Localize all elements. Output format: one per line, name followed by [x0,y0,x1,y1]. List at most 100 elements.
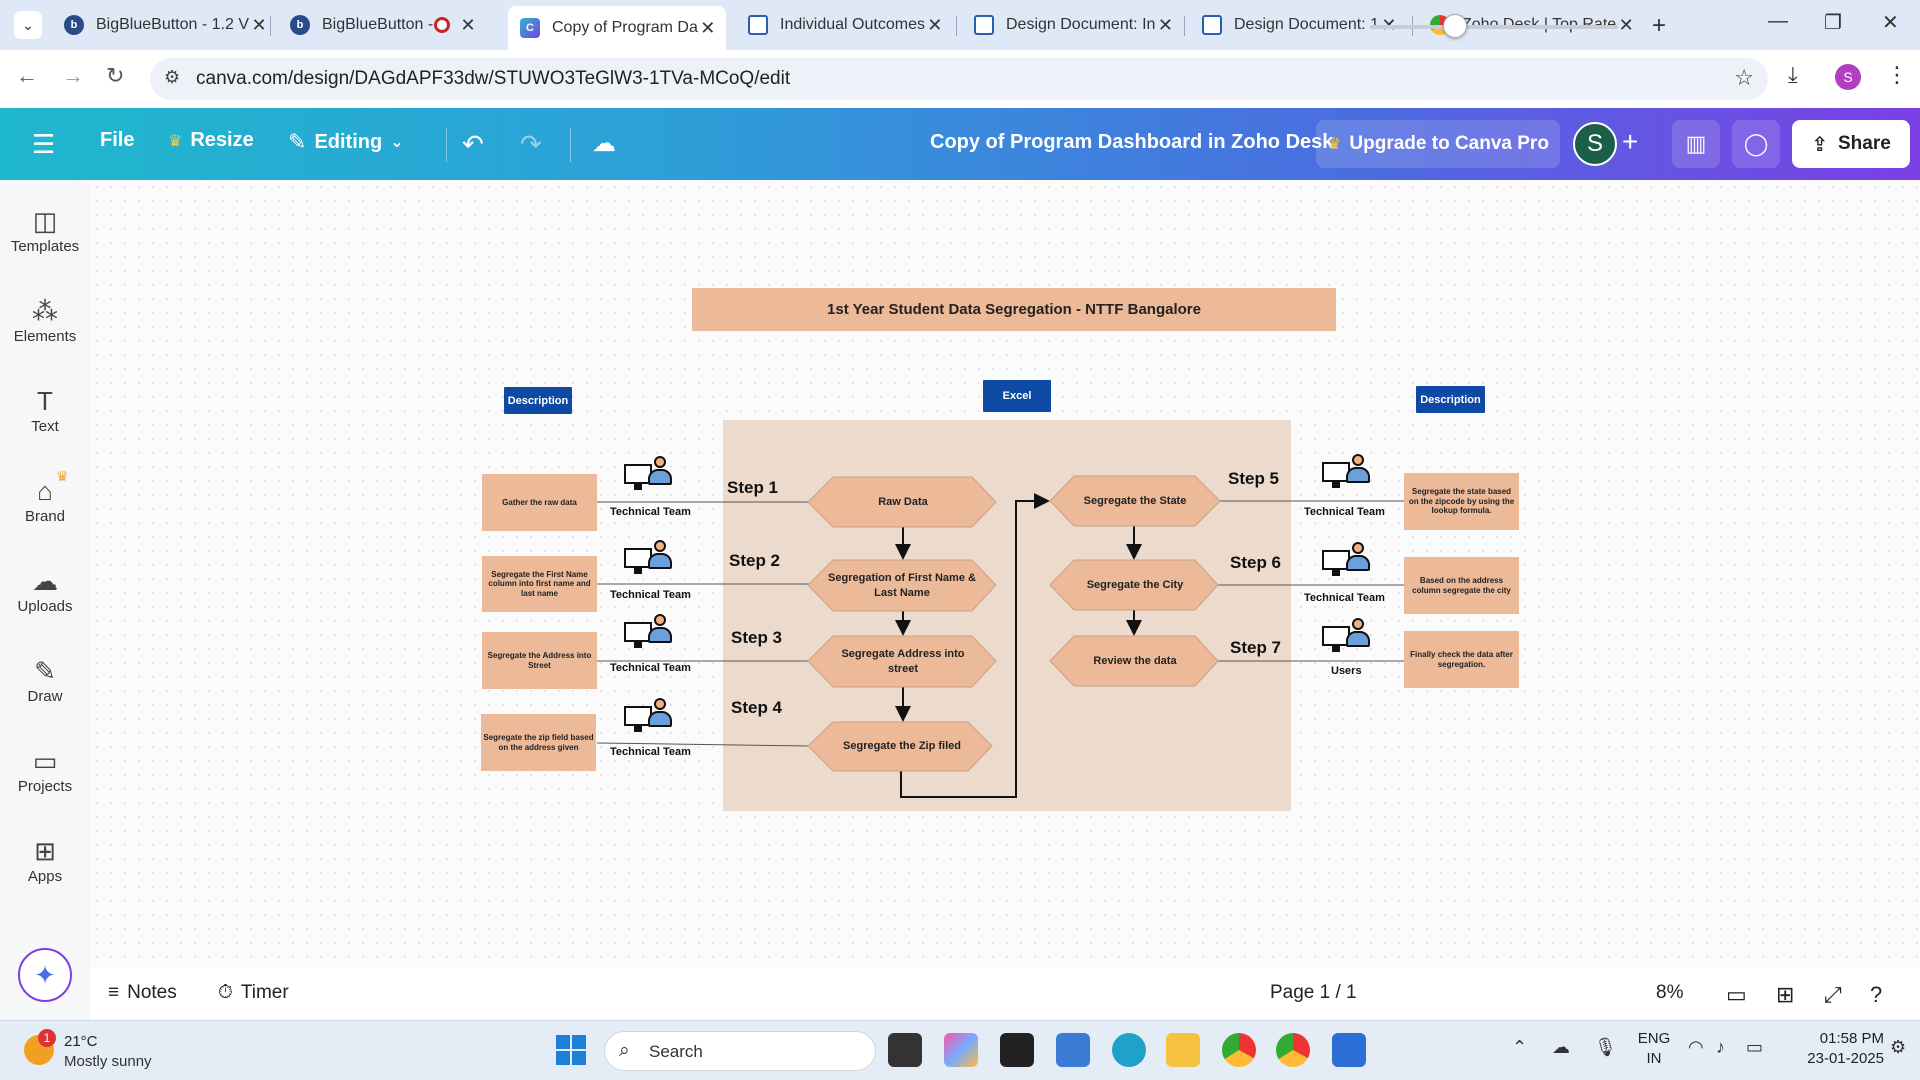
design-canvas[interactable] [90,180,1920,968]
browser-menu-icon[interactable]: ⋮ [1886,62,1908,87]
language-indicator[interactable]: ENG IN [1634,1029,1674,1069]
fullscreen-icon[interactable]: ⤢ [1824,982,1842,1007]
zoom-level[interactable]: 8% [1656,982,1684,1003]
notepad-icon[interactable] [1056,1033,1090,1067]
browser-tab-5[interactable]: Design Document: In ✕ [962,7,1174,43]
reload-icon[interactable]: ↻ [106,63,125,88]
insights-chart-icon[interactable]: ▥ [1672,120,1720,168]
browser-tab-strip: ⌄ b BigBlueButton - 1.2 V ✕ b BigBlueBut… [0,0,1920,50]
weather-temp: 21°C [64,1033,98,1050]
tab-label: Individual Outcomes [780,16,925,33]
document-title[interactable]: Copy of Program Dashboard in Zoho Desk [930,131,1334,153]
close-window-icon[interactable]: ✕ [1882,12,1899,34]
editing-label: Editing [314,130,383,153]
sidebar-item-label: Apps [27,868,63,885]
notes-label: Notes [127,982,177,1003]
file-label: File [100,129,135,151]
sidebar-item-templates[interactable]: ◫ Templates [0,204,90,255]
close-icon[interactable]: ✕ [1379,15,1399,36]
browser-tab-1[interactable]: b BigBlueButton - 1.2 V ✕ [52,7,267,43]
cmd-icon[interactable] [1000,1033,1034,1067]
settings-icon[interactable]: ⚙ [1890,1037,1907,1057]
url-text[interactable]: canva.com/design/DAGdAPF33dw/STUWO3TeGlW… [196,68,791,89]
sidebar-item-brand[interactable]: ⌂ Brand ♛ [0,468,90,525]
copilot-icon[interactable] [944,1033,978,1067]
bookmark-star-icon[interactable]: ☆ [1734,65,1754,90]
taskbar-search[interactable]: ⌕ Search [604,1031,876,1071]
back-icon[interactable]: ← [16,63,38,88]
canva-bottom-bar: ≡Notes ⏱Timer Page 1 / 1 8% ▭ ⊞ ⤢ ? [90,968,1920,1020]
hamburger-menu-icon[interactable]: ☰ [32,129,56,159]
zoom-slider-track[interactable] [1370,25,1618,29]
address-bar[interactable]: ⚙ canva.com/design/DAGdAPF33dw/STUWO3TeG… [150,58,1768,100]
text-icon: T [37,386,53,416]
comment-icon[interactable]: ◯ [1732,120,1780,168]
user-avatar[interactable]: S [1573,122,1617,166]
grid-view-icon[interactable]: ⊞ [1776,982,1795,1007]
chevron-up-icon[interactable]: ⌃ [1512,1037,1528,1057]
terminal-app-icon[interactable] [888,1033,922,1067]
sidebar-item-uploads[interactable]: ☁ Uploads [0,564,90,615]
sidebar-item-draw[interactable]: ✎ Draw [0,654,90,705]
chrome-icon[interactable] [1222,1033,1256,1067]
system-clock[interactable]: 01:58 PM 23-01-2025 [1784,1029,1884,1069]
notification-badge: 1 [38,1029,56,1047]
browser-tab-2[interactable]: b BigBlueButton - ✕ [278,7,490,43]
site-info-icon[interactable]: ⚙ [164,67,181,87]
zoom-slider-handle[interactable] [1443,14,1467,38]
share-button[interactable]: ⇪Share [1792,120,1910,168]
page-view-icon[interactable]: ▭ [1726,982,1747,1007]
onedrive-icon[interactable]: ☁ [1552,1037,1570,1057]
browser-tab-6[interactable]: Design Document: 1 ✕ [1190,7,1402,43]
file-menu-button[interactable]: File [100,129,134,152]
editing-mode-button[interactable]: ✎Editing⌄ [288,129,404,155]
sidebar-item-apps[interactable]: ⊞ Apps [0,834,90,885]
browser-tab-3-active[interactable]: C Copy of Program Da ✕ [508,6,726,50]
download-icon[interactable]: ⤓ [1788,62,1798,87]
bigbluebutton-icon: b [290,15,310,35]
sidebar-item-label: Draw [27,688,63,705]
tab-label: Design Document: 1 [1234,16,1379,33]
tab-search-dropdown[interactable]: ⌄ [14,11,42,39]
profile-avatar[interactable]: S [1835,64,1861,90]
timer-icon: ⏱ [218,982,233,1003]
redo-icon[interactable]: ↷ [520,129,542,159]
timer-button[interactable]: ⏱Timer [218,982,289,1004]
sidebar-item-text[interactable]: T Text [0,384,90,435]
upgrade-label: Upgrade to Canva Pro [1349,133,1549,154]
help-icon[interactable]: ? [1870,982,1883,1007]
sidebar-item-elements[interactable]: ⁂ Elements [0,294,90,345]
app-icon[interactable] [1332,1033,1366,1067]
edge-icon[interactable] [1112,1033,1146,1067]
crown-icon: ♛ [56,468,69,484]
wifi-icon[interactable]: ◠ [1688,1037,1704,1057]
restore-icon[interactable]: ❐ [1824,12,1842,34]
undo-icon[interactable]: ↶ [462,129,484,159]
forward-icon[interactable]: → [62,63,84,88]
close-icon[interactable]: ✕ [460,14,476,35]
page-indicator[interactable]: Page 1 / 1 [1270,982,1357,1003]
sidebar-item-projects[interactable]: ▭ Projects [0,744,90,795]
cloud-saved-icon[interactable]: ☁ [592,130,616,157]
new-tab-icon[interactable]: + [1652,12,1667,39]
browser-tab-4[interactable]: Individual Outcomes ✕ [736,7,948,43]
battery-icon[interactable]: ▭ [1746,1037,1764,1057]
close-icon[interactable]: ✕ [251,14,267,35]
close-icon[interactable]: ✕ [927,14,943,35]
close-icon[interactable]: ✕ [700,17,716,38]
magic-assistant-icon[interactable]: ✦ [18,948,72,1002]
canva-header: ☰ File ♛Resize ✎Editing⌄ ↶ ↷ ☁ Copy of P… [0,108,1920,180]
windows-start-icon[interactable] [556,1035,586,1065]
file-explorer-icon[interactable] [1166,1033,1200,1067]
add-collaborator-icon[interactable]: + [1622,126,1639,157]
close-icon[interactable]: ✕ [1618,14,1634,35]
upgrade-button[interactable]: ♛Upgrade to Canva Pro [1316,120,1560,168]
notes-button[interactable]: ≡Notes [108,982,177,1004]
minimize-icon[interactable]: — [1768,10,1788,32]
volume-icon[interactable]: ♪ [1716,1037,1725,1057]
chart-icon [748,15,768,35]
chrome-active-icon[interactable] [1276,1033,1310,1067]
microphone-icon[interactable]: 🎙 [1594,1037,1617,1057]
close-icon[interactable]: ✕ [1157,14,1173,35]
resize-button[interactable]: ♛Resize [168,129,254,152]
